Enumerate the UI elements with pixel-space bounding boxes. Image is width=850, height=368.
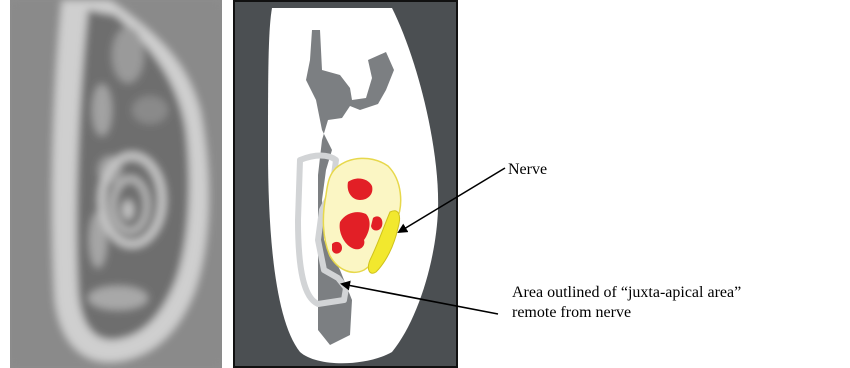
area-label-line2: remote from nerve: [512, 303, 631, 323]
schematic-diagram: [234, 1, 457, 367]
nerve-label: Nerve: [508, 160, 547, 180]
red-area-lower: [332, 242, 342, 254]
area-label-line1: Area outlined of “juxta-apical area”: [512, 283, 741, 303]
ct-scan-image: [10, 0, 222, 368]
